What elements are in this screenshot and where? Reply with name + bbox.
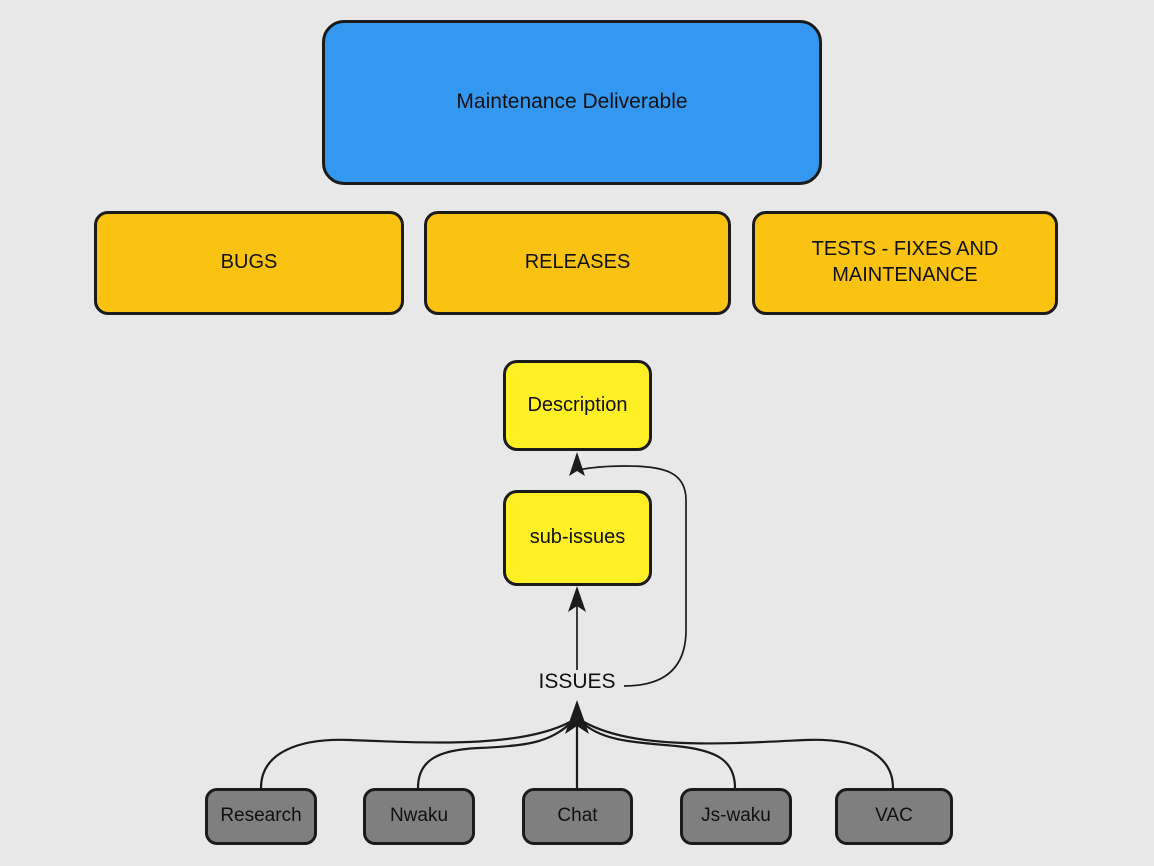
node-sub-issues[interactable]: sub-issues: [503, 490, 652, 586]
edge-vac-to-issues: [583, 721, 895, 789]
edge-issues-to-subissues-arrowhead: [568, 586, 586, 612]
node-phase-bugs[interactable]: BUGS: [94, 211, 404, 315]
node-source-vac[interactable]: VAC: [835, 788, 953, 845]
node-phase-releases[interactable]: RELEASES: [424, 211, 731, 315]
edge-label-issues: ISSUES: [538, 670, 616, 693]
node-maintenance-deliverable[interactable]: Maintenance Deliverable: [322, 20, 822, 185]
node-source-js-waku[interactable]: Js-waku: [680, 788, 792, 845]
node-phase-tests-label: TESTS - FIXES AND MAINTENANCE: [812, 237, 999, 288]
node-source-nwaku[interactable]: Nwaku: [363, 788, 475, 845]
edge-issues-to-description-arrowhead: [569, 452, 585, 476]
edge-nwaku-to-issues: [416, 721, 573, 789]
node-phase-tests-line1: TESTS - FIXES AND: [811, 238, 999, 261]
node-source-chat[interactable]: Chat: [522, 788, 633, 845]
node-description[interactable]: Description: [503, 360, 652, 451]
node-phase-tests-line2: MAINTENANCE: [832, 264, 978, 286]
edge-jswaku-to-issues: [581, 721, 737, 789]
edge-research-to-issues: [259, 721, 571, 789]
edges-to-issues-arrowhead: [565, 700, 589, 734]
node-source-research[interactable]: Research: [205, 788, 317, 845]
node-phase-tests-fixes-and-maintenance[interactable]: TESTS - FIXES AND MAINTENANCE: [752, 211, 1058, 315]
